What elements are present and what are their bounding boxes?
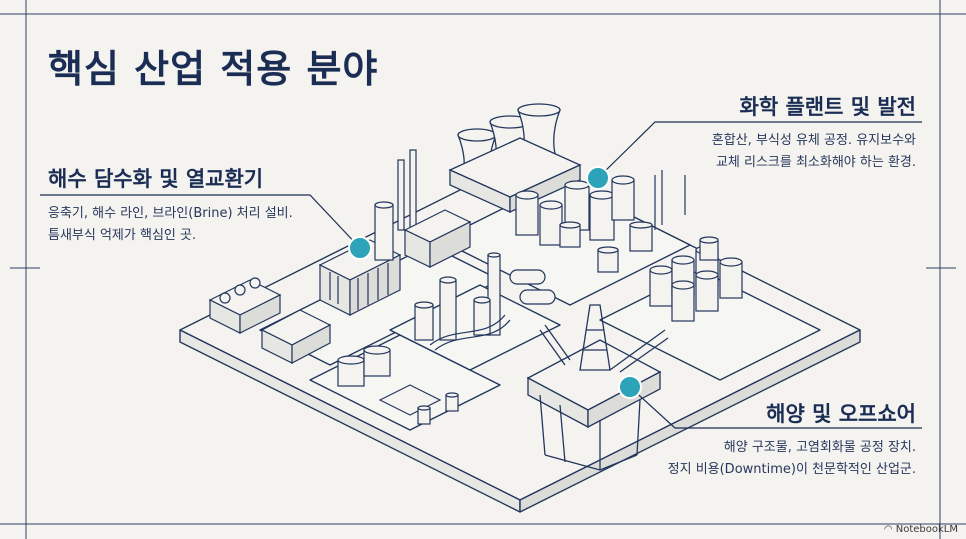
marker-chemical xyxy=(586,166,610,190)
chemical-heading: 화학 플랜트 및 발전 xyxy=(739,95,917,119)
desalination-line-1: 응축기, 해수 라인, 브라인(Brine) 처리 설비. xyxy=(48,206,293,221)
desalination-heading: 해수 담수화 및 열교환기 xyxy=(48,167,264,191)
chemical-tanks xyxy=(515,170,686,273)
central-process xyxy=(414,252,556,351)
leader-line-offshore xyxy=(629,386,922,429)
offshore-heading: 해양 및 오프쇼어 xyxy=(766,402,916,426)
marker-offshore xyxy=(618,375,642,399)
leader-line-desalination xyxy=(40,194,361,249)
desalination-line-2: 틈새부식 억제가 핵심인 곳. xyxy=(48,228,197,243)
offshore-platform xyxy=(526,304,669,471)
notebooklm-logo-icon: ◠ xyxy=(883,524,893,535)
brand-label: NotebookLM xyxy=(895,524,958,535)
marker-desalination xyxy=(348,236,372,260)
page-title: 핵심 산업 적용 분야 xyxy=(48,47,379,91)
chemical-line-2: 교체 리스크를 최소화해야 하는 환경. xyxy=(715,155,916,170)
offshore-line-1: 해양 구조물, 고염회화물 공정 장치. xyxy=(723,440,916,455)
storage-silos xyxy=(649,236,743,322)
leader-line-chemical xyxy=(597,121,922,179)
heat-exchanger-block xyxy=(318,149,472,316)
left-buildings xyxy=(208,277,332,364)
lower-tanks xyxy=(337,345,459,425)
offshore-line-2: 정지 비용(Downtime)이 천문학적인 산업군. xyxy=(667,462,916,477)
notebooklm-watermark: ◠ NotebookLM xyxy=(884,524,958,535)
chemical-line-1: 혼합산, 부식성 유체 공정. 유지보수와 xyxy=(711,133,916,148)
